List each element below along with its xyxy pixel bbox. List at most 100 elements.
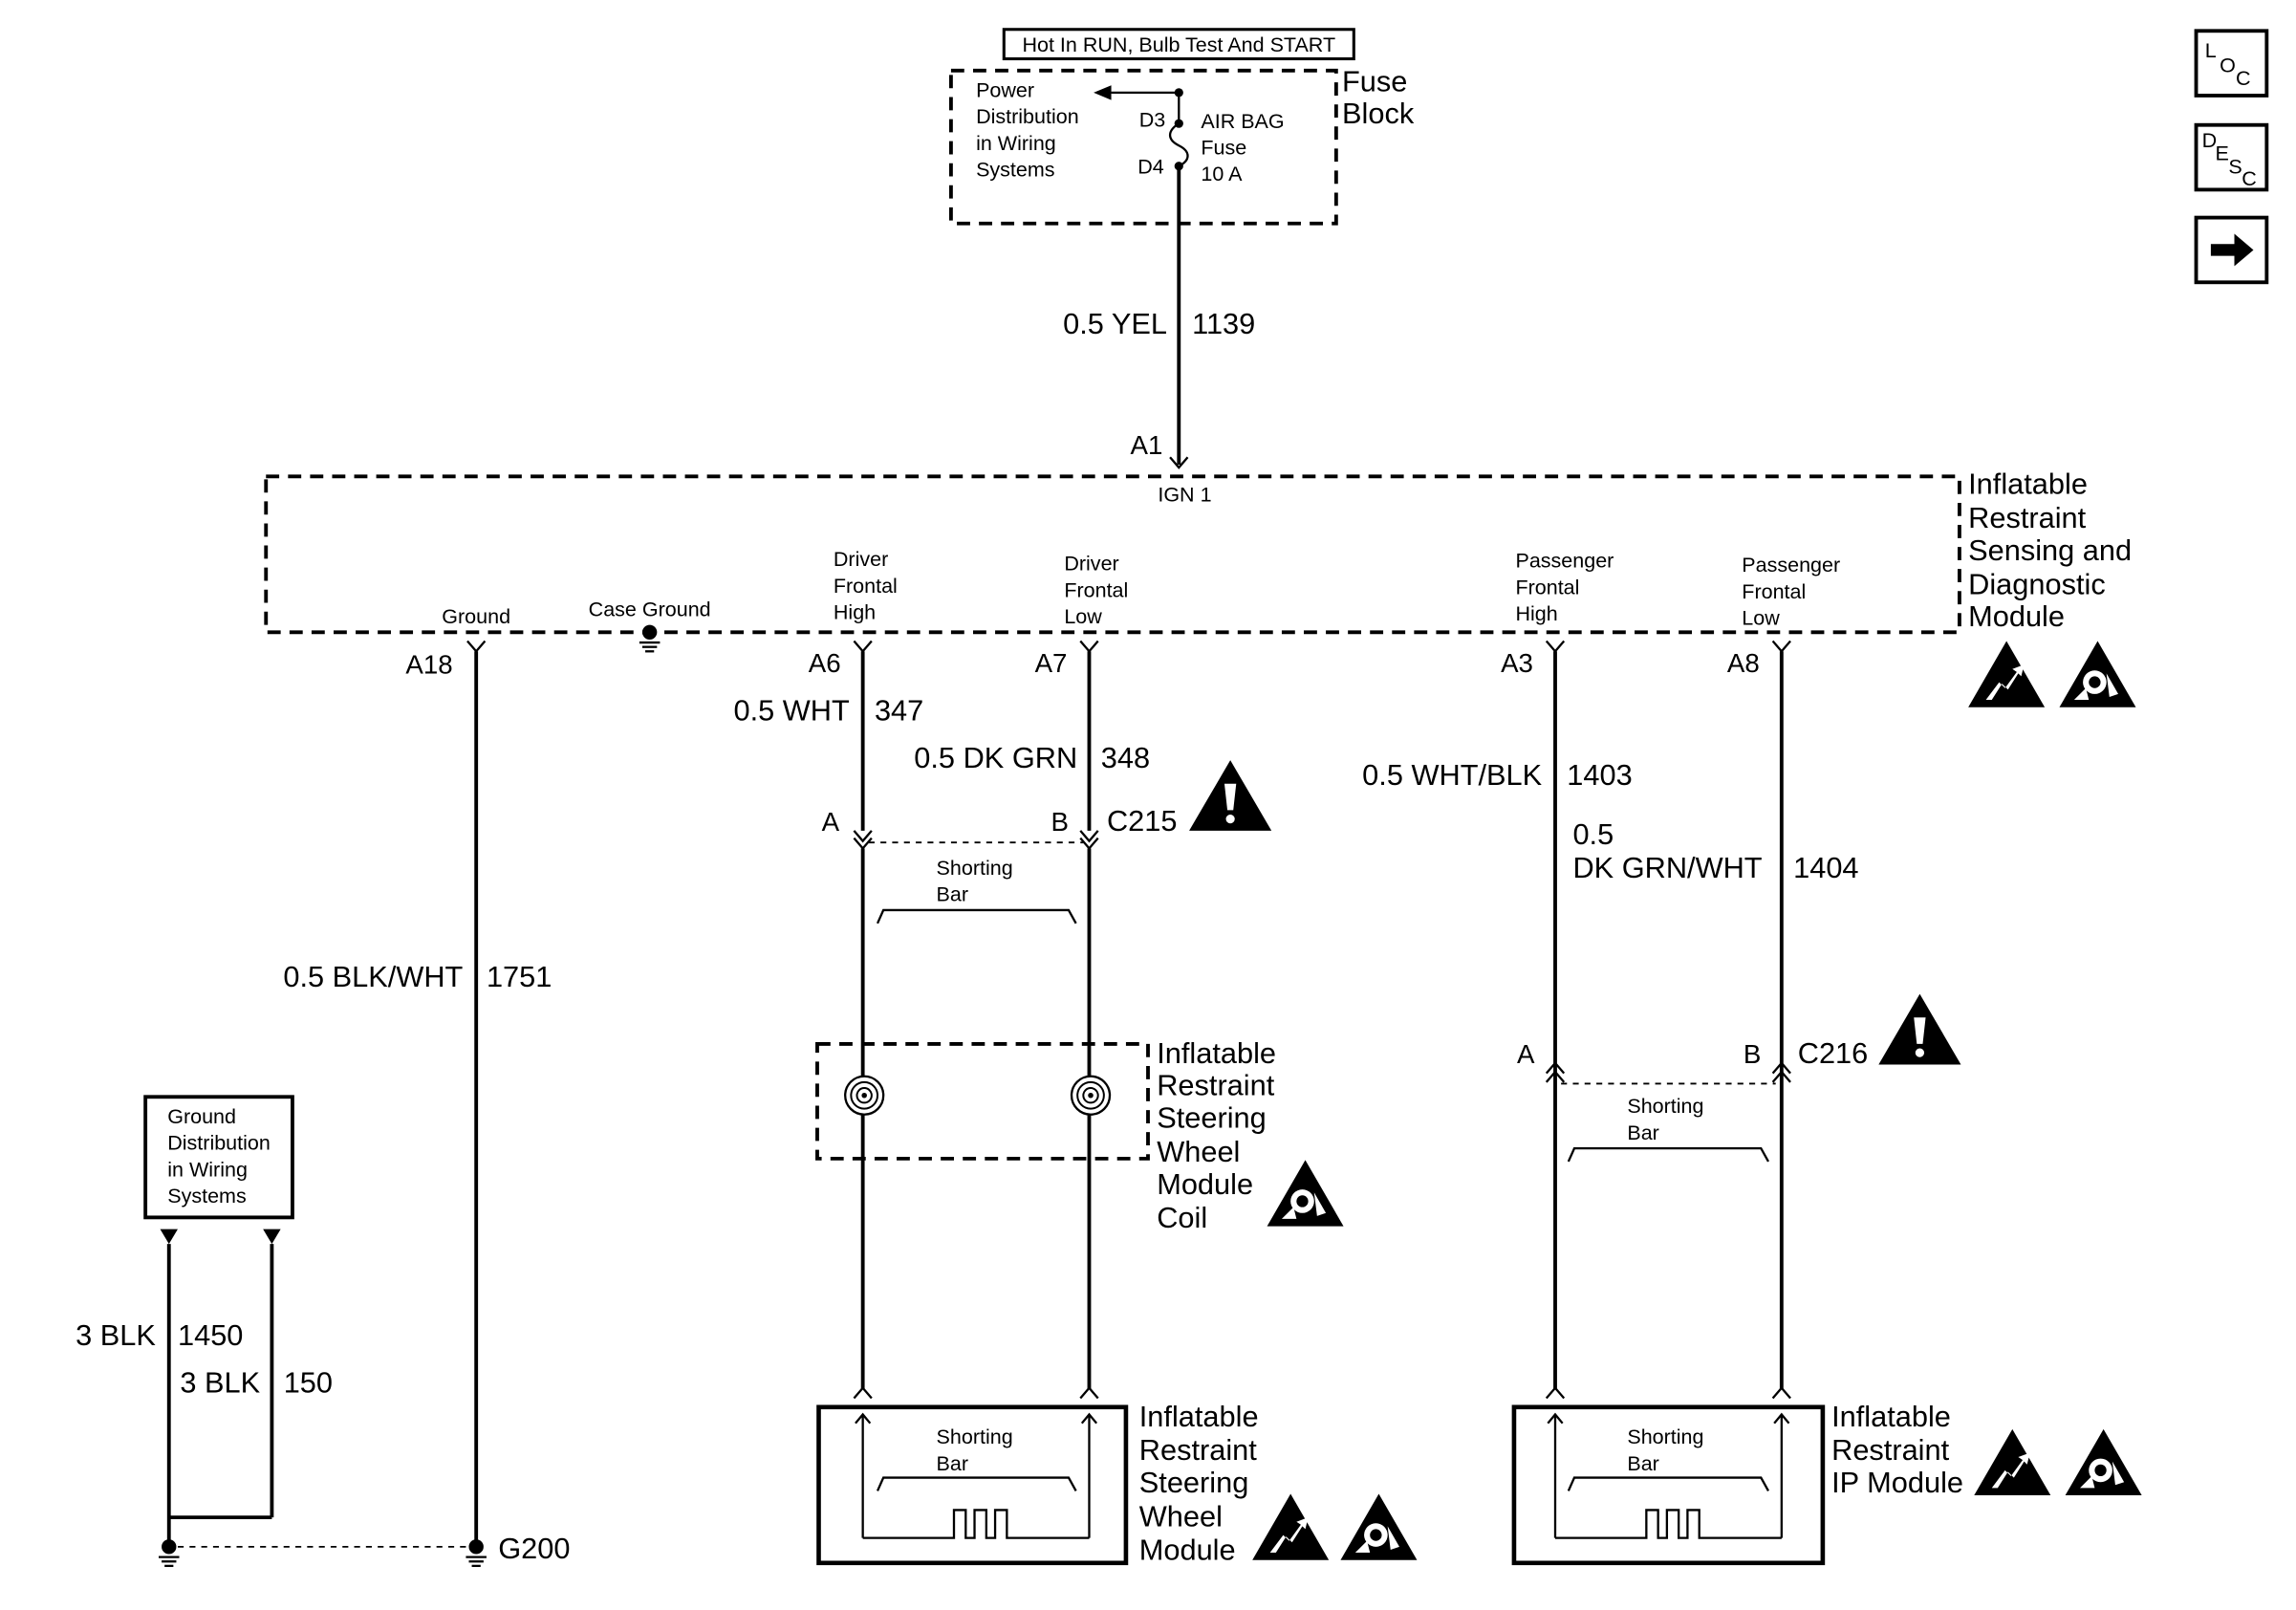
wire-150-color: 3 BLK <box>180 1365 260 1399</box>
wire-348-color: 0.5 DK GRN <box>914 741 1077 774</box>
wire-1751-color: 0.5 BLK/WHT <box>283 960 463 993</box>
sdm-outline <box>264 474 1961 635</box>
c216-pin-b: B <box>1744 1039 1761 1069</box>
steering-module-outline <box>816 1404 1129 1566</box>
loc-button[interactable]: L O C <box>2194 29 2269 98</box>
connector-c215: A B C215 Shorting Bar <box>822 760 1272 925</box>
pin-a1-label: A1 <box>1131 430 1163 460</box>
power-distribution-label: Power Distribution in Wiring Systems <box>976 79 1085 182</box>
steering-module-airbag-icon <box>1340 1493 1418 1560</box>
coil-name-label: Inflatable Restraint Steering Wheel Modu… <box>1157 1036 1284 1234</box>
svg-text:C: C <box>2236 67 2251 90</box>
connector-pin-a1 <box>1169 456 1189 469</box>
ip-module-airbag-icon <box>2065 1428 2142 1496</box>
wire-1751: 0.5 BLK/WHT 1751 <box>283 651 552 1544</box>
wire-1404: 0.5 DK GRN/WHT 1404 <box>1572 651 1859 1390</box>
ground-distribution-box <box>143 1095 294 1220</box>
hot-in-run-box <box>1002 28 1355 61</box>
passenger-frontal-low-label: Passenger Frontal Low <box>1742 554 1846 629</box>
arrow-down-icon <box>160 1229 178 1245</box>
c216-label: C216 <box>1798 1036 1869 1070</box>
fuse-block-label: Fuse Block <box>1342 64 1416 130</box>
c215-shorting-bar-label: Shorting Bar <box>937 857 1019 906</box>
connector-c216: A B C216 Shorting Bar <box>1517 993 1961 1163</box>
wire-1450-color: 3 BLK <box>76 1318 156 1352</box>
squib-icon <box>862 1509 1090 1539</box>
coil-icon-left <box>844 1075 885 1116</box>
wire-1404-color: 0.5 DK GRN/WHT <box>1572 817 1762 884</box>
svg-text:S: S <box>2228 155 2242 178</box>
ground-icon <box>465 1556 488 1568</box>
svg-text:E: E <box>2216 142 2229 165</box>
wire-1404-circuit: 1404 <box>1793 851 1858 884</box>
steering-wheel-module: Shorting Bar Inflatable Restraint Steeri… <box>816 1386 1418 1567</box>
svg-text:D: D <box>2202 129 2218 152</box>
wire-1139: 0.5 YEL 1139 A1 <box>1063 165 1255 469</box>
passenger-frontal-high-label: Passenger Frontal High <box>1515 550 1619 625</box>
wire-347-color: 0.5 WHT <box>733 694 850 728</box>
wire-348-circuit: 348 <box>1101 741 1150 774</box>
ground-distribution-label: Ground Distribution in Wiring Systems <box>167 1105 276 1208</box>
ground-point-left <box>162 1539 177 1555</box>
fuse-icon <box>1168 122 1189 167</box>
ip-squib-icon <box>1554 1509 1782 1539</box>
pin-d3-label: D3 <box>1139 108 1166 131</box>
pin-a6-label: A6 <box>809 648 841 678</box>
ip-module-name-label: Inflatable Restraint IP Module <box>1831 1400 1963 1499</box>
wire-150-circuit: 150 <box>284 1365 333 1399</box>
power-header: Hot In RUN, Bulb Test And START <box>1022 33 1335 56</box>
sdm-module: IGN 1 Inflatable Restraint Sensing and D… <box>264 468 2140 707</box>
sdm-airbag-icon <box>2059 641 2136 707</box>
ip-module: Shorting Bar Inflatable Restraint IP Mod… <box>1511 1386 2142 1566</box>
svg-text:O: O <box>2220 54 2236 76</box>
airbag-fuse-label: AIR BAG Fuse 10 A <box>1201 110 1289 185</box>
c216-pin-a: A <box>1517 1039 1535 1069</box>
svg-text:L: L <box>2205 39 2217 62</box>
svg-text:C: C <box>2242 167 2257 190</box>
case-ground-label: Case Ground <box>589 598 711 620</box>
c215-pin-b: B <box>1051 807 1068 837</box>
wire-1139-circuit: 1139 <box>1192 307 1255 340</box>
c215-pin-a: A <box>822 807 840 837</box>
wire-1450-circuit: 1450 <box>178 1318 243 1352</box>
wire-348: 0.5 DK GRN 348 <box>914 651 1150 831</box>
pin-a7-label: A7 <box>1035 648 1068 678</box>
c215-caution-icon <box>1189 760 1272 831</box>
case-ground-symbol <box>638 641 661 653</box>
driver-frontal-low-label: Driver Frontal Low <box>1064 553 1134 628</box>
fuse-block-outline <box>948 68 1338 226</box>
pin-a3-label: A3 <box>1501 648 1533 678</box>
wire-347: 0.5 WHT 347 <box>733 651 923 831</box>
pin-a18-label: A18 <box>405 649 452 679</box>
c215-label: C215 <box>1107 804 1178 838</box>
c216-shorting-bar <box>1567 1146 1770 1163</box>
coil-outline <box>815 1041 1150 1161</box>
steering-module-esd-icon <box>1252 1493 1330 1560</box>
steering-module-shorting-bar-label: Shorting Bar <box>937 1425 1019 1475</box>
c216-caution-icon <box>1878 993 1961 1065</box>
sdm-pin-connectors <box>466 640 1791 654</box>
ign1-label: IGN 1 <box>1158 483 1211 506</box>
ground-distribution: Ground Distribution in Wiring Systems 3 … <box>76 1095 570 1568</box>
desc-button[interactable]: D E S C <box>2194 122 2269 192</box>
arrow-right-icon <box>2210 233 2254 267</box>
sdm-esd-icon <box>1968 641 2046 707</box>
sdm-name-label: Inflatable Restraint Sensing and Diagnos… <box>1968 468 2140 633</box>
ground-point-g200 <box>468 1539 484 1555</box>
arrow-left-icon <box>1094 85 1112 100</box>
c215-shorting-bar <box>876 908 1077 925</box>
wire-1403-color: 0.5 WHT/BLK <box>1362 758 1542 792</box>
pin-d4-label: D4 <box>1137 155 1164 178</box>
wire-347-circuit: 347 <box>875 694 923 728</box>
pin-a8-label: A8 <box>1727 648 1760 678</box>
steering-module-name-label: Inflatable Restraint Steering Wheel Modu… <box>1139 1400 1267 1567</box>
next-arrow-button[interactable] <box>2194 215 2269 285</box>
fuse-block: Hot In RUN, Bulb Test And START Power Di… <box>948 28 1416 226</box>
steering-wheel-coil: Inflatable Restraint Steering Wheel Modu… <box>815 1036 1344 1234</box>
wire-1403: 0.5 WHT/BLK 1403 <box>1362 651 1633 1390</box>
ground-label: Ground <box>442 605 510 628</box>
ip-module-esd-icon <box>1974 1428 2051 1496</box>
case-ground-icon <box>641 624 658 640</box>
arrow-down-icon <box>263 1229 281 1245</box>
